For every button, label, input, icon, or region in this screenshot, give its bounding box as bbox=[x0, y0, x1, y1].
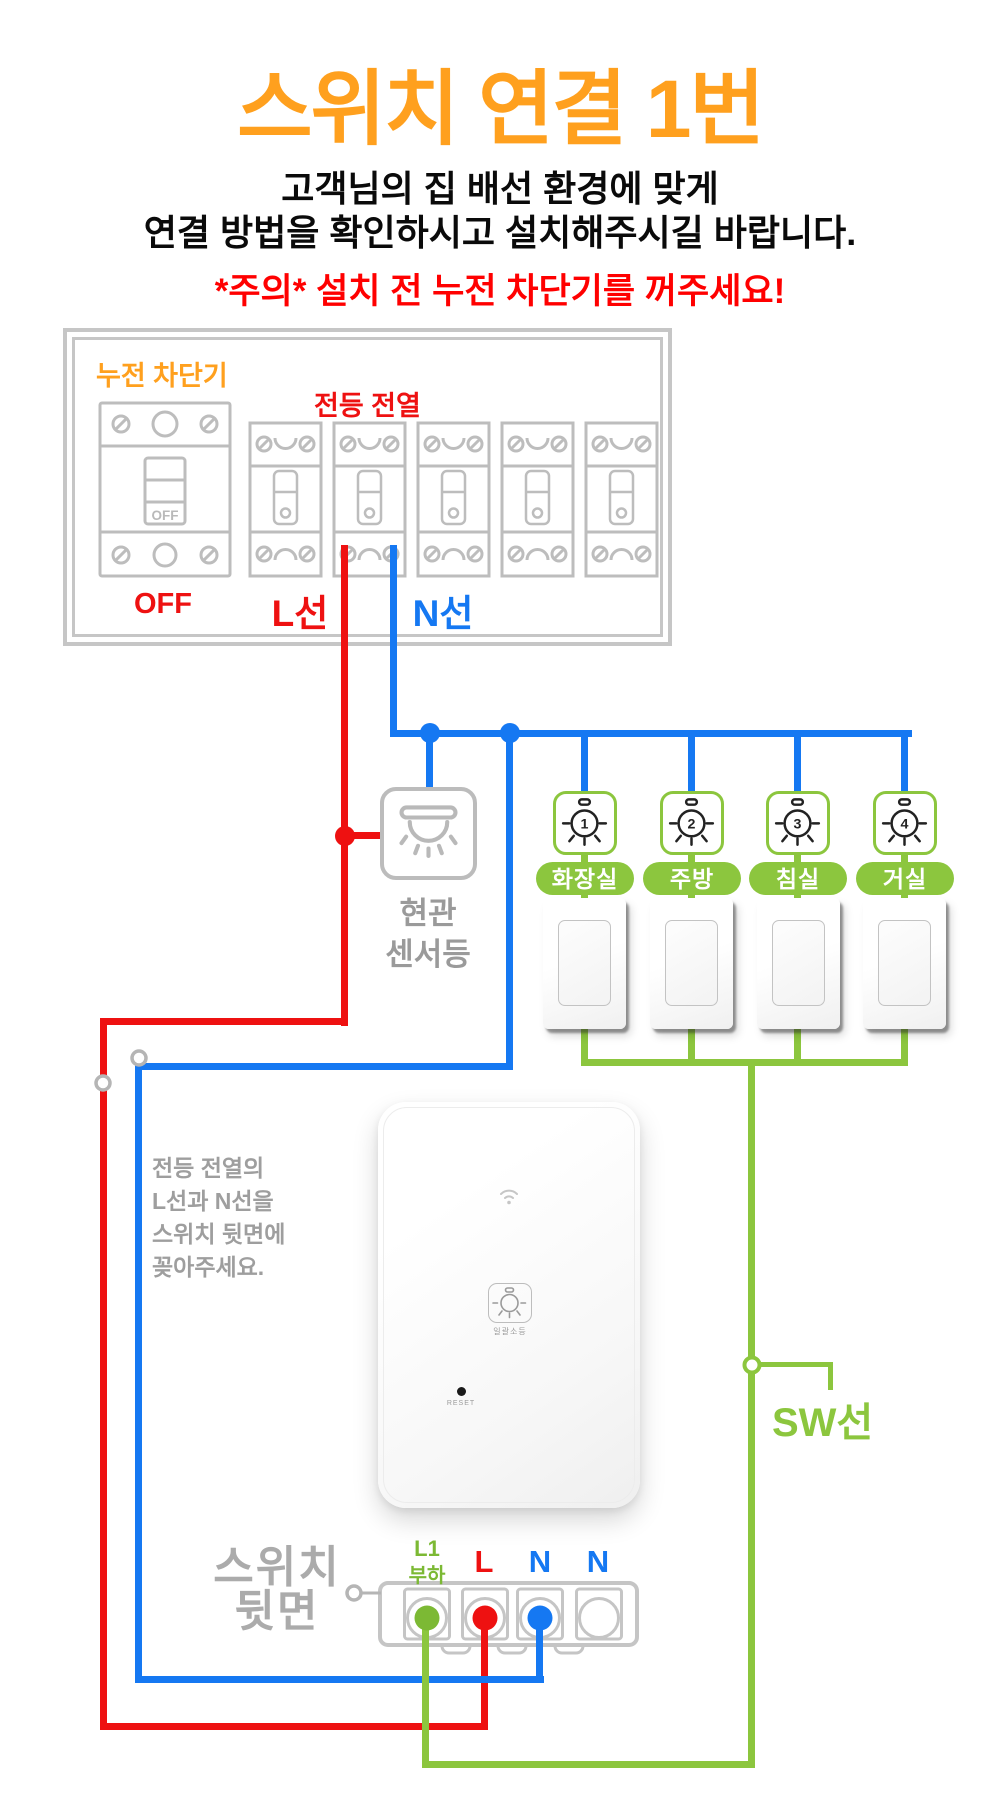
junction-dot bbox=[335, 826, 355, 846]
wall-switch bbox=[863, 898, 946, 1029]
branch-breaker-icon bbox=[416, 421, 491, 578]
sensor-light-label-line2: 센서등 bbox=[385, 937, 471, 972]
n-wire-segment bbox=[688, 730, 695, 793]
switch-rocker bbox=[878, 920, 931, 1006]
main-breaker-icon: OFF bbox=[98, 401, 232, 578]
terminal-label-n2: N bbox=[586, 1544, 610, 1579]
main-breaker-label: 누전 차단기 bbox=[96, 361, 228, 391]
l-wire-segment bbox=[341, 836, 348, 1026]
switch-back-label-line1: 스위치 bbox=[213, 1543, 341, 1592]
reset-label: RESET bbox=[446, 1400, 476, 1407]
junction-dot bbox=[500, 723, 520, 743]
n-wire-segment bbox=[506, 730, 513, 1070]
l-wire-segment bbox=[100, 1723, 488, 1730]
n-wire-segment bbox=[135, 1063, 142, 1683]
n-wire-segment bbox=[794, 730, 801, 793]
terminal-label-load: 부하 bbox=[408, 1565, 446, 1587]
l-wire-segment bbox=[341, 545, 348, 840]
device-glass-panel bbox=[383, 1107, 635, 1503]
smart-switch-device bbox=[378, 1102, 640, 1508]
sw-wire-segment bbox=[422, 1622, 429, 1768]
switch-back-label-line2: 뒷면 bbox=[234, 1587, 320, 1636]
bulb-icon bbox=[492, 1287, 527, 1319]
sw-wire-segment bbox=[422, 1761, 755, 1768]
l-wire-segment bbox=[100, 1018, 348, 1025]
switch-rocker bbox=[772, 920, 825, 1006]
svg-text:3: 3 bbox=[794, 817, 802, 833]
panel-inner-frame bbox=[72, 337, 663, 637]
sw-wire-segment bbox=[794, 1027, 801, 1066]
wall-switch bbox=[650, 898, 733, 1029]
sw-wire-segment bbox=[688, 1027, 695, 1066]
lamp-icon-1: 1 bbox=[553, 791, 617, 855]
n-wire-segment bbox=[135, 1063, 513, 1070]
reset-button bbox=[457, 1387, 466, 1396]
wifi-icon bbox=[500, 1189, 518, 1205]
n-wire-segment bbox=[426, 730, 433, 790]
junction-dot bbox=[420, 723, 440, 743]
warning-text: *주의* 설치 전 누전 차단기를 꺼주세요! bbox=[214, 272, 786, 311]
entrance-sensor-light bbox=[380, 787, 477, 880]
lamp-icon-4: 4 bbox=[873, 791, 937, 855]
room-label-bathroom: 화장실 bbox=[536, 862, 634, 895]
sw-wire-segment bbox=[581, 1027, 588, 1066]
terminal-dots bbox=[414, 1605, 553, 1631]
n-wire-segment bbox=[901, 730, 908, 793]
lamp-icon-2: 2 bbox=[660, 791, 724, 855]
wire-marker-ring-icon bbox=[130, 1049, 148, 1067]
n-wire-segment bbox=[135, 1676, 544, 1683]
l-wire-segment bbox=[100, 1018, 107, 1730]
branch-breaker-icon bbox=[584, 421, 659, 578]
svg-text:4: 4 bbox=[901, 817, 909, 833]
instruction-line4: 꽂아주세요. bbox=[152, 1254, 265, 1280]
sw-wire-label: SW선 bbox=[772, 1401, 874, 1445]
room-label-kitchen: 주방 bbox=[643, 862, 741, 895]
page-title: 스위치 연결 1번 bbox=[237, 64, 765, 155]
n-wire-segment bbox=[536, 1622, 543, 1683]
branch-breaker-icon bbox=[248, 421, 323, 578]
all-off-button bbox=[488, 1283, 532, 1323]
wire-marker-ring-icon bbox=[94, 1074, 112, 1092]
room-label-livingroom: 거실 bbox=[856, 862, 954, 895]
room-label-bedroom: 침실 bbox=[749, 862, 847, 895]
sw-callout-line bbox=[759, 1362, 833, 1367]
n-wire-segment bbox=[581, 730, 588, 793]
instruction-line2: L선과 N선을 bbox=[152, 1188, 274, 1214]
l-wire-label: L선 bbox=[271, 593, 329, 634]
main-breaker-off-label: OFF bbox=[152, 508, 179, 523]
all-off-button-label: 일괄소등 bbox=[493, 1327, 527, 1336]
off-label: OFF bbox=[134, 588, 192, 620]
switch-back-label: 스위치 뒷면 bbox=[207, 1546, 347, 1634]
branch-breaker-icon bbox=[500, 421, 575, 578]
lamp-icon-3: 3 bbox=[766, 791, 830, 855]
terminal-callout-ring-icon bbox=[345, 1584, 381, 1602]
circuit-breakers-label: 전등 전열 bbox=[314, 391, 421, 421]
switch-rocker bbox=[558, 920, 611, 1006]
n-wire-label: N선 bbox=[412, 593, 474, 634]
sw-wire-segment bbox=[748, 1059, 755, 1768]
subtitle-line1: 고객님의 집 배선 환경에 맞게 bbox=[281, 168, 719, 209]
sensor-light-label-line1: 현관 bbox=[399, 896, 457, 931]
subtitle-line2: 연결 방법을 확인하시고 설치해주시길 바랍니다. bbox=[143, 212, 857, 253]
svg-text:1: 1 bbox=[581, 817, 589, 833]
sw-callout-line bbox=[828, 1362, 833, 1390]
sw-callout-ring-icon bbox=[742, 1355, 762, 1375]
instruction-line3: 스위치 뒷면에 bbox=[152, 1221, 286, 1247]
sw-wire-segment bbox=[581, 1059, 908, 1066]
switch-rocker bbox=[665, 920, 718, 1006]
sw-wire-segment bbox=[901, 1027, 908, 1066]
svg-text:2: 2 bbox=[688, 817, 696, 833]
l-wire-segment bbox=[345, 832, 385, 839]
instruction-note: 전등 전열의 L선과 N선을 스위치 뒷면에 꽂아주세요. bbox=[152, 1152, 285, 1284]
wall-switch bbox=[757, 898, 840, 1029]
n-wire-segment bbox=[390, 730, 912, 737]
terminal-label-n1: N bbox=[528, 1544, 552, 1579]
terminal-label-l: L bbox=[474, 1544, 494, 1579]
n-wire-segment bbox=[390, 545, 397, 737]
instruction-line1: 전등 전열의 bbox=[152, 1155, 265, 1181]
ceiling-light-icon bbox=[399, 805, 458, 858]
wall-switch bbox=[543, 898, 626, 1029]
terminal-label-l1: L1 bbox=[414, 1536, 440, 1561]
